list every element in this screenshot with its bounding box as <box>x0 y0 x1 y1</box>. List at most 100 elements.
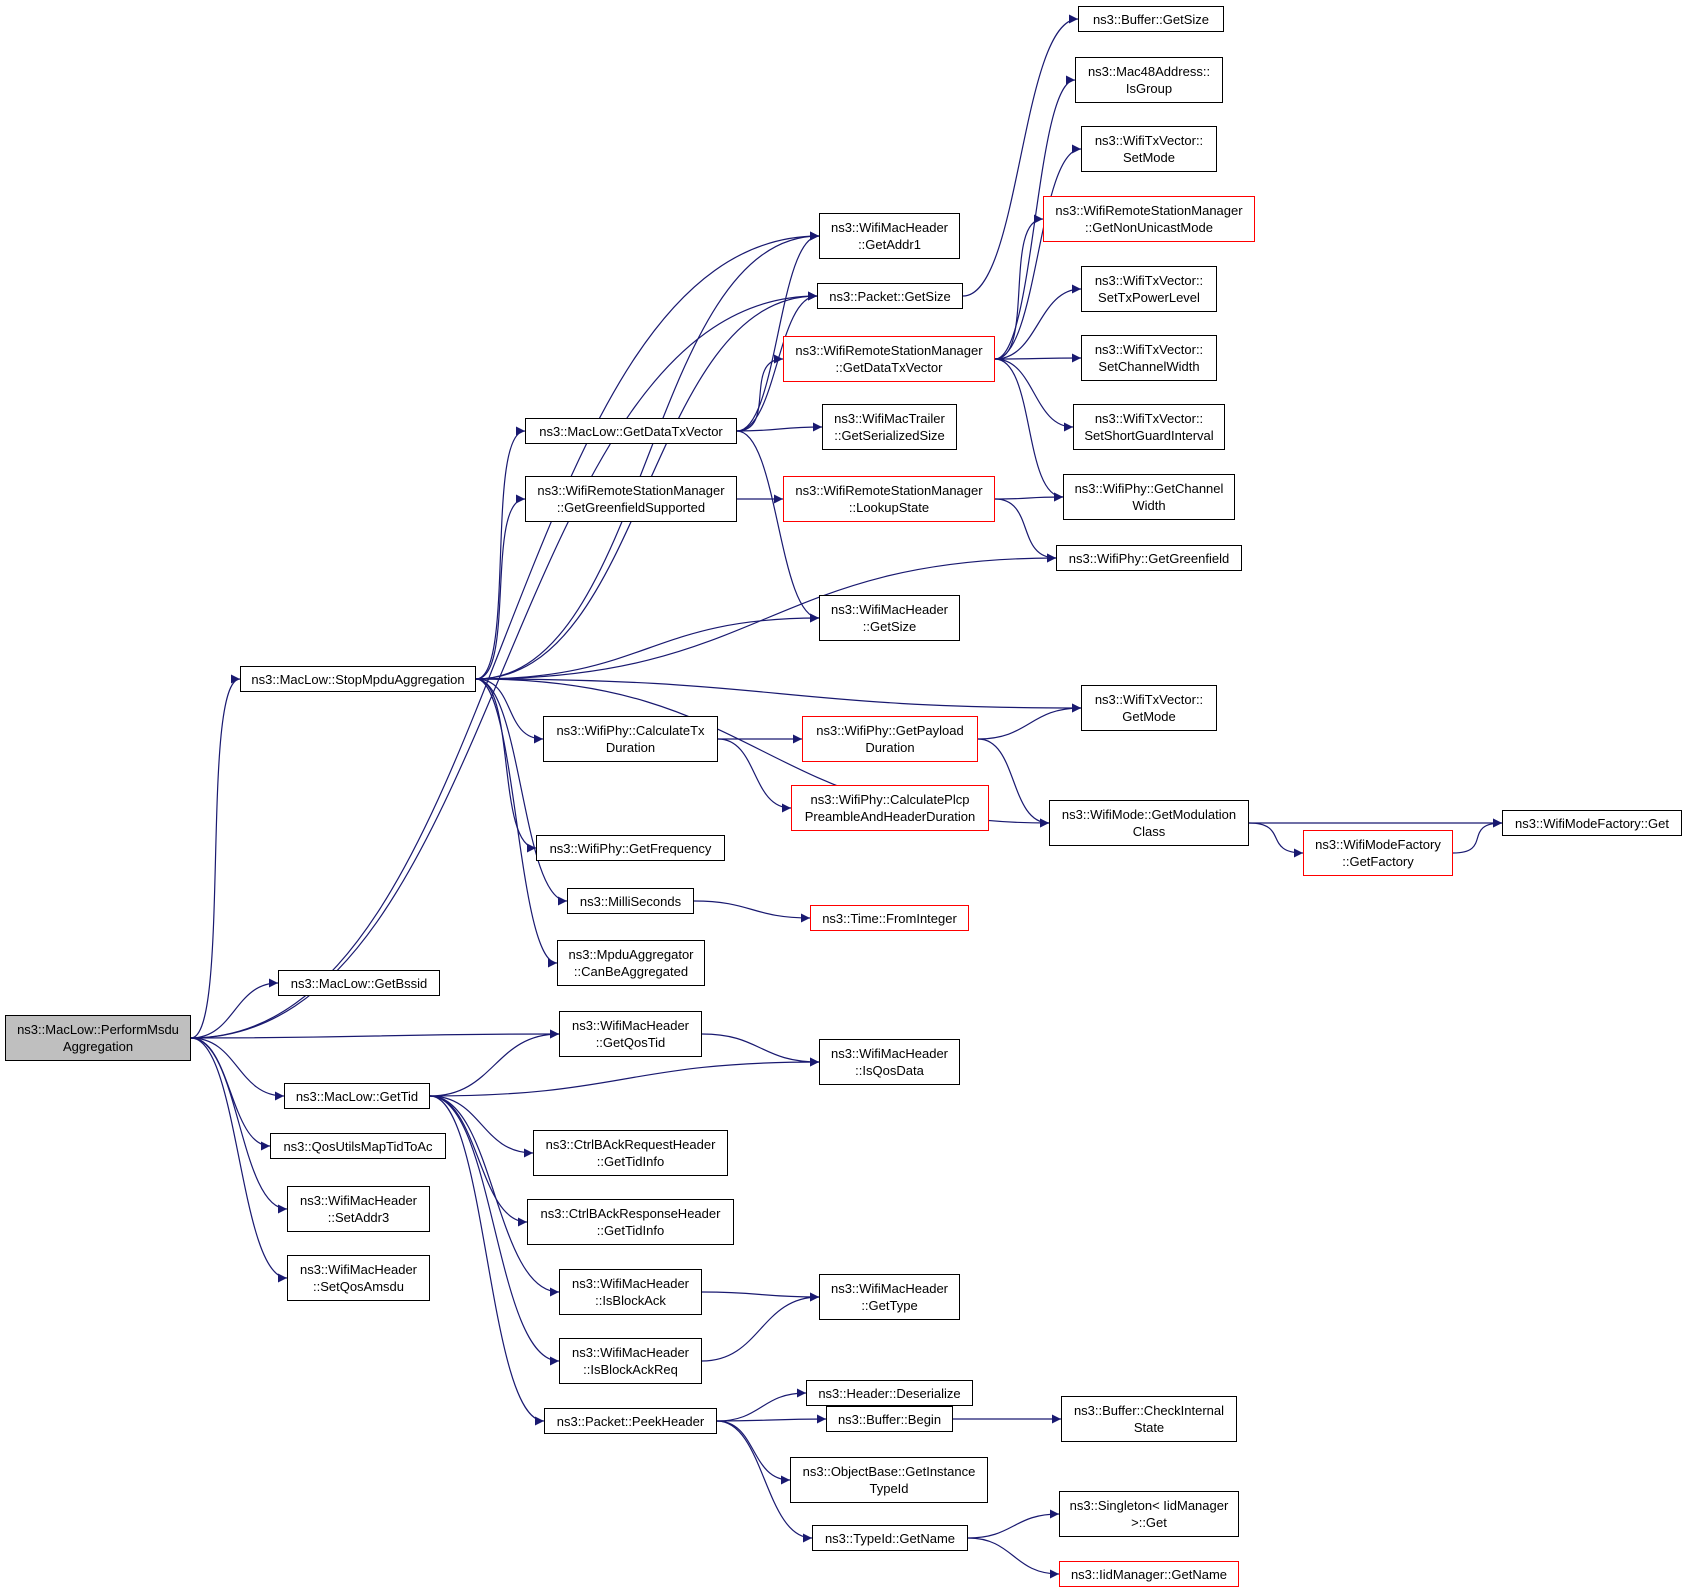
edge-root-to-getaddr1 <box>190 231 820 1039</box>
edge-tidname-to-iidname <box>967 1537 1060 1579</box>
edge-modclass-to-getfactory <box>1248 822 1304 858</box>
node-getmode[interactable]: ns3::WifiTxVector::GetMode <box>1081 685 1217 731</box>
node-label: ns3::MacLow::PerformMsdu <box>17 1022 179 1037</box>
edge-stop-to-canbeagg <box>475 678 558 968</box>
node-setchanwidth[interactable]: ns3::WifiTxVector::SetChannelWidth <box>1081 335 1217 381</box>
node-label: ns3::WifiModeFactory <box>1315 837 1441 852</box>
edge-rsmgetdatatx-to-setmode <box>994 144 1082 360</box>
node-settxpower[interactable]: ns3::WifiTxVector::SetTxPowerLevel <box>1081 266 1217 312</box>
node-isblockackreq[interactable]: ns3::WifiMacHeader::IsBlockAckReq <box>559 1338 702 1384</box>
node-label: ns3::WifiRemoteStationManager <box>795 483 983 498</box>
node-iidname[interactable]: ns3::IidManager::GetName <box>1059 1561 1239 1587</box>
node-label: ::SetQosAmsdu <box>312 1279 405 1294</box>
node-lookup[interactable]: ns3::WifiRemoteStationManager::LookupSta… <box>783 476 995 522</box>
node-label: ns3::WifiPhy::GetFrequency <box>549 840 712 856</box>
node-getaddr1[interactable]: ns3::WifiMacHeader::GetAddr1 <box>819 213 960 259</box>
node-nonunicast[interactable]: ns3::WifiRemoteStationManager::GetNonUni… <box>1043 196 1255 242</box>
node-label: ns3::WifiMacHeader <box>830 220 949 235</box>
node-label: Aggregation <box>62 1039 134 1054</box>
edge-getdatatx-to-trailer <box>736 422 823 432</box>
node-factoryget[interactable]: ns3::WifiModeFactory::Get <box>1502 810 1682 836</box>
node-rsmgetdatatx[interactable]: ns3::WifiRemoteStationManager::GetDataTx… <box>783 336 995 382</box>
node-label: ns3::WifiPhy::GetChannel <box>1074 481 1224 496</box>
node-label: Duration <box>605 740 656 755</box>
node-isqosdata[interactable]: ns3::WifiMacHeader::IsQosData <box>819 1039 960 1085</box>
node-label: SetTxPowerLevel <box>1098 290 1200 305</box>
node-label: ns3::WifiMacHeader <box>571 1345 690 1360</box>
edge-stop-to-getaddr1 <box>475 231 820 680</box>
node-peekheader[interactable]: ns3::Packet::PeekHeader <box>544 1408 717 1434</box>
node-bssid[interactable]: ns3::MacLow::GetBssid <box>278 970 440 996</box>
node-label: ns3::WifiPhy::CalculateTx <box>556 723 705 738</box>
node-hdrgetsize[interactable]: ns3::WifiMacHeader::GetSize <box>819 595 960 641</box>
node-setqosamsdu[interactable]: ns3::WifiMacHeader::SetQosAmsdu <box>287 1255 430 1301</box>
node-isblockack[interactable]: ns3::WifiMacHeader::IsBlockAck <box>559 1269 702 1315</box>
node-label: ns3::Packet::GetSize <box>829 288 951 304</box>
node-greenfieldsup[interactable]: ns3::WifiRemoteStationManager::GetGreenf… <box>525 476 737 522</box>
node-gettid[interactable]: ns3::MacLow::GetTid <box>284 1083 430 1109</box>
node-label: ns3::WifiMacHeader <box>571 1276 690 1291</box>
node-bufbegin[interactable]: ns3::Buffer::Begin <box>826 1406 953 1432</box>
node-label: ns3::WifiRemoteStationManager <box>537 483 725 498</box>
edge-stop-to-millis <box>475 678 568 906</box>
node-canbeagg[interactable]: ns3::MpduAggregator::CanBeAggregated <box>557 940 705 986</box>
edge-getfactory-to-factoryget <box>1452 818 1503 854</box>
node-label: ::GetNonUnicastMode <box>1085 220 1213 235</box>
node-bufgetsize[interactable]: ns3::Buffer::GetSize <box>1078 6 1224 32</box>
node-pktgetsize[interactable]: ns3::Packet::GetSize <box>817 283 963 309</box>
edge-peekheader-to-bufbegin <box>716 1414 827 1424</box>
node-gettype[interactable]: ns3::WifiMacHeader::GetType <box>819 1274 960 1320</box>
edge-gettid-to-peekheader <box>429 1095 545 1426</box>
edge-gettid-to-isblockackreq <box>429 1095 560 1366</box>
edge-root-to-stop <box>190 674 241 1039</box>
node-label: ::IsBlockAckReq <box>583 1362 678 1377</box>
node-label: >::Get <box>1131 1515 1167 1530</box>
node-tidname[interactable]: ns3::TypeId::GetName <box>812 1525 968 1551</box>
node-deser[interactable]: ns3::Header::Deserialize <box>806 1380 973 1406</box>
node-getqostid[interactable]: ns3::WifiMacHeader::GetQosTid <box>559 1011 702 1057</box>
node-getgreen[interactable]: ns3::WifiPhy::GetGreenfield <box>1056 545 1242 571</box>
node-label: ns3::WifiPhy::CalculatePlcp <box>810 792 970 807</box>
edge-stop-to-getdatatx <box>475 426 526 680</box>
node-singleton[interactable]: ns3::Singleton< IidManager>::Get <box>1059 1491 1239 1537</box>
node-setmode[interactable]: ns3::WifiTxVector::SetMode <box>1081 126 1217 172</box>
node-label: ::LookupState <box>848 500 930 515</box>
node-setsgi[interactable]: ns3::WifiTxVector::SetShortGuardInterval <box>1073 404 1225 450</box>
node-getfreq[interactable]: ns3::WifiPhy::GetFrequency <box>536 835 725 861</box>
edge-stop-to-getgreen <box>475 553 1057 680</box>
edge-calctx-to-plcp <box>717 738 792 813</box>
node-label: ns3::WifiTxVector:: <box>1094 273 1204 288</box>
edge-stop-to-getmode <box>475 678 1082 713</box>
node-label: ns3::WifiMacHeader <box>299 1193 418 1208</box>
node-fromint[interactable]: ns3::Time::FromInteger <box>810 905 969 931</box>
edge-isblockackreq-to-gettype <box>701 1292 820 1362</box>
node-label: ns3::WifiPhy::GetPayload <box>816 723 964 738</box>
edge-stop-to-getfreq <box>475 678 537 853</box>
node-label: SetMode <box>1122 150 1176 165</box>
node-label: ::IsQosData <box>855 1063 924 1078</box>
node-millis[interactable]: ns3::MilliSeconds <box>567 888 694 914</box>
node-label: ns3::MacLow::StopMpduAggregation <box>251 671 465 687</box>
node-qosutils[interactable]: ns3::QosUtilsMapTidToAc <box>270 1133 446 1159</box>
node-getfactory[interactable]: ns3::WifiModeFactory::GetFactory <box>1303 830 1453 876</box>
node-isgroup[interactable]: ns3::Mac48Address::IsGroup <box>1075 57 1223 103</box>
node-stop[interactable]: ns3::MacLow::StopMpduAggregation <box>240 666 476 692</box>
node-label: ns3::WifiMacHeader <box>299 1262 418 1277</box>
node-getdatatx[interactable]: ns3::MacLow::GetDataTxVector <box>525 418 737 444</box>
node-ctrlresp[interactable]: ns3::CtrlBAckResponseHeader::GetTidInfo <box>527 1199 734 1245</box>
node-label: ns3::WifiTxVector:: <box>1094 133 1204 148</box>
node-ctrlreq[interactable]: ns3::CtrlBAckRequestHeader::GetTidInfo <box>533 1130 728 1176</box>
node-label: ns3::TypeId::GetName <box>824 1530 956 1546</box>
node-setaddr3[interactable]: ns3::WifiMacHeader::SetAddr3 <box>287 1186 430 1232</box>
edge-gettid-to-isblockack <box>429 1095 560 1297</box>
node-trailer[interactable]: ns3::WifiMacTrailer::GetSerializedSize <box>822 404 957 450</box>
